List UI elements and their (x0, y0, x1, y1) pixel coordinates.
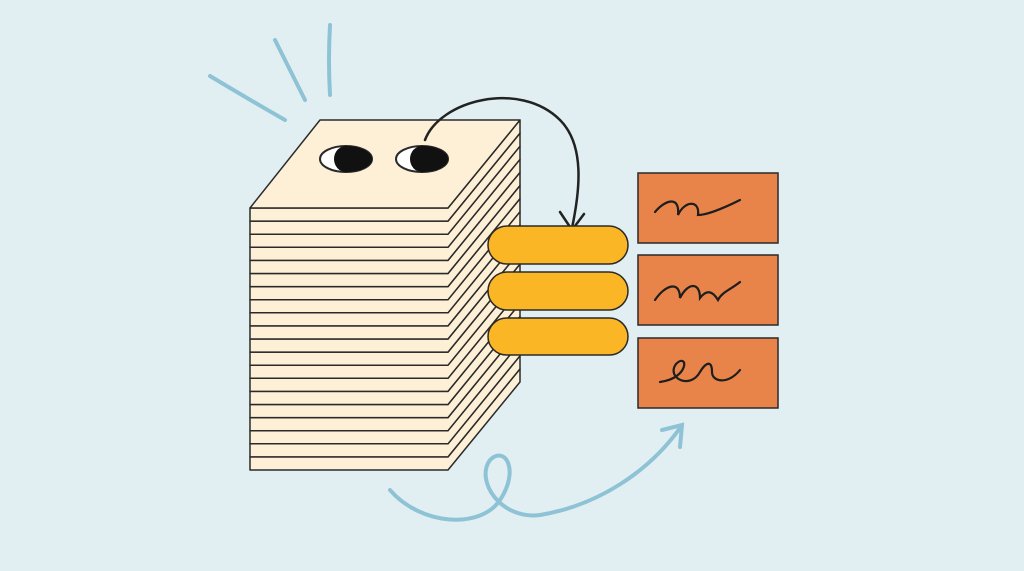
signature-scribble (653, 280, 742, 303)
signature-card (637, 254, 779, 326)
arrow-loop-blue (388, 422, 685, 522)
signature-card (637, 172, 779, 244)
pill (487, 271, 629, 311)
paper-stack (249, 119, 521, 471)
signature-scribble (658, 359, 742, 384)
spark-line (327, 23, 332, 97)
pill (487, 225, 629, 265)
eye-left-icon (319, 145, 373, 173)
eyes (319, 145, 449, 173)
pill (487, 317, 629, 356)
paper-top (249, 119, 521, 209)
eye-right-icon (395, 145, 449, 173)
signature-scribble (653, 198, 742, 217)
signature-card (637, 337, 779, 409)
spark-line (273, 38, 307, 102)
spark-line (208, 74, 287, 122)
card-group (637, 172, 779, 409)
spark-lines (208, 23, 332, 122)
pill-group (487, 225, 629, 356)
